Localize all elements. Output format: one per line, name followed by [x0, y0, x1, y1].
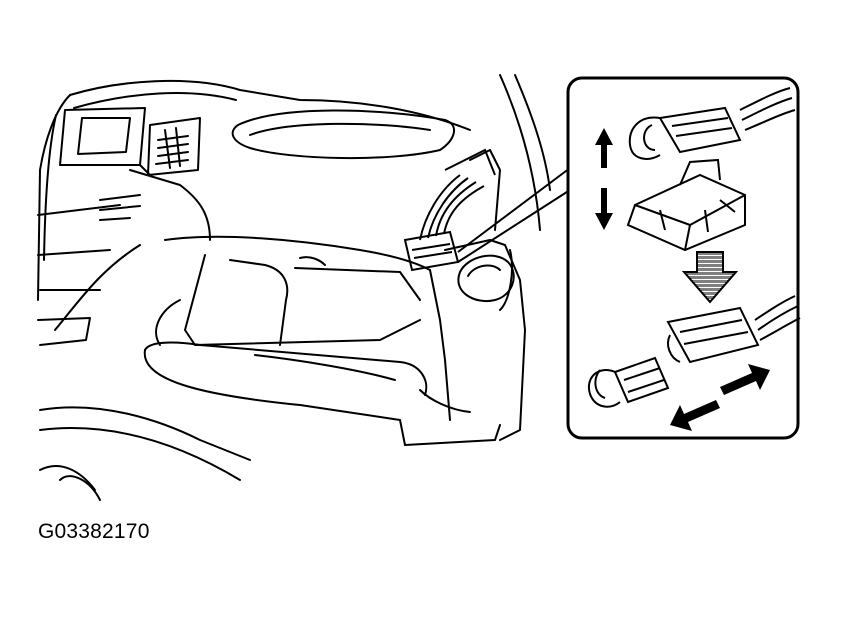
- connector-lower-plug: [587, 356, 670, 408]
- double-arrow-vertical-icon: [595, 128, 613, 230]
- connector-disconnected: [666, 295, 801, 364]
- center-air-vent: [147, 117, 201, 176]
- detail-box: [566, 76, 801, 440]
- figure-id-label: G03382170: [38, 520, 150, 543]
- hatched-down-arrow-icon: [681, 251, 739, 304]
- right-kick-panel: [429, 239, 526, 441]
- callout-lines: [457, 167, 571, 263]
- detail-box-frame: [566, 76, 800, 440]
- access-cover: [457, 254, 515, 303]
- double-arrow-diagonal-icon: [670, 364, 770, 431]
- bracket: [626, 158, 746, 252]
- dash-top-contour-inner: [73, 92, 237, 109]
- connector-upper: [628, 87, 796, 160]
- dashboard-illustration: [37, 74, 551, 501]
- glove-box: [143, 235, 501, 446]
- dash-left-edge: [37, 94, 71, 301]
- dash-top-contour: [69, 79, 471, 131]
- upper-dash-pocket: [231, 109, 455, 160]
- dash-connector: [403, 148, 496, 272]
- center-display: [59, 107, 151, 176]
